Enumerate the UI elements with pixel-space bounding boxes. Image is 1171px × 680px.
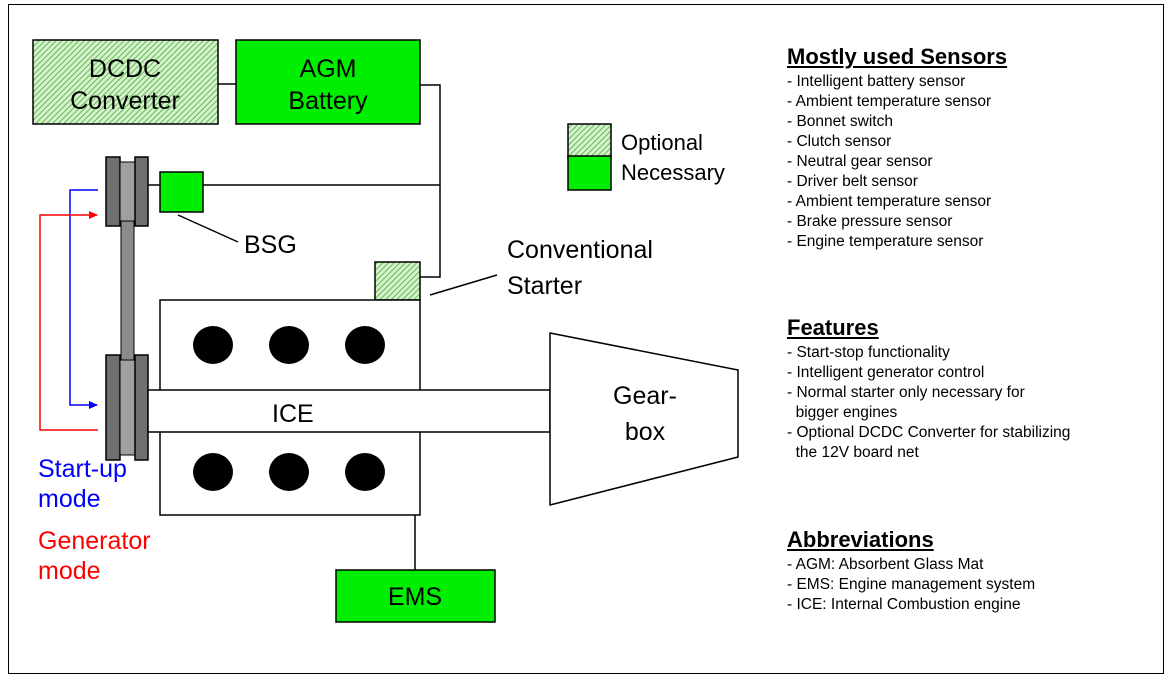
- abbreviation-item: - EMS: Engine management system: [787, 576, 1036, 593]
- startup-mode-line1: Start-up: [38, 455, 127, 483]
- sensor-item: - Engine temperature sensor: [787, 233, 984, 250]
- generator-mode-line2: mode: [38, 557, 101, 585]
- legend-necessary-label: Necessary: [621, 160, 725, 185]
- feature-item: the 12V board net: [787, 444, 919, 461]
- sensor-item: - Neutral gear sensor: [787, 153, 933, 170]
- features-section: Features - Start-stop functionality - In…: [787, 315, 1070, 463]
- legend-optional-swatch: [567, 123, 612, 159]
- bsg-box: [159, 171, 204, 213]
- starter-label-line1: Conventional: [507, 236, 653, 264]
- wiring: [148, 83, 498, 570]
- gearbox: Gear- box: [549, 332, 739, 506]
- sensor-item: - Bonnet switch: [787, 113, 893, 130]
- wire-battery-starter: [420, 185, 441, 278]
- cylinder: [269, 326, 309, 364]
- agm-battery: AGM Battery: [235, 39, 421, 125]
- cylinder: [345, 453, 385, 491]
- crank-pulley: [105, 354, 149, 461]
- feature-item: bigger engines: [787, 404, 898, 421]
- feature-item: - Start-stop functionality: [787, 344, 950, 361]
- crankshaft: [147, 389, 551, 433]
- wire-battery-bsg: [203, 84, 441, 186]
- abbreviations-title: Abbreviations: [787, 527, 934, 552]
- generator-mode-line1: Generator: [38, 527, 151, 555]
- sensor-item: - Intelligent battery sensor: [787, 73, 966, 90]
- feature-item: - Normal starter only necessary for: [787, 384, 1025, 401]
- abbreviation-item: - AGM: Absorbent Glass Mat: [787, 556, 984, 573]
- ice-label: ICE: [272, 400, 314, 428]
- gearbox-label-line1: Gear-: [613, 382, 677, 410]
- legend: Optional Necessary: [567, 123, 725, 191]
- sensor-item: - Brake pressure sensor: [787, 213, 953, 230]
- sensor-item: - Ambient temperature sensor: [787, 93, 992, 110]
- bsg-pointer-line: [177, 214, 239, 243]
- conventional-starter: [374, 261, 421, 301]
- cylinder: [193, 326, 233, 364]
- sensors-title: Mostly used Sensors: [787, 44, 1008, 69]
- ems-label: EMS: [388, 583, 442, 611]
- bsg-label: BSG: [244, 231, 297, 259]
- sensor-item: - Clutch sensor: [787, 133, 892, 150]
- cylinder: [269, 453, 309, 491]
- legend-optional-label: Optional: [621, 130, 703, 155]
- sensor-item: - Driver belt sensor: [787, 173, 918, 190]
- feature-item: - Intelligent generator control: [787, 364, 985, 381]
- generator-mode-label: Generator mode: [38, 526, 151, 586]
- starter-label-line2: Starter: [507, 272, 582, 300]
- features-title: Features: [787, 315, 879, 340]
- feature-item: - Optional DCDC Converter for stabilizin…: [787, 424, 1071, 441]
- bsg-pulley: [105, 156, 149, 227]
- diagram-frame: [8, 4, 1164, 674]
- dcdc-label-line1: DCDC: [89, 55, 161, 83]
- dcdc-converter: DCDC Converter: [32, 39, 219, 125]
- agm-label-line2: Battery: [288, 87, 368, 115]
- dcdc-label-line2: Converter: [70, 87, 180, 115]
- generator-mode-arrow: [39, 211, 98, 431]
- legend-necessary-swatch: [567, 155, 612, 191]
- abbreviations-section: Abbreviations - AGM: Absorbent Glass Mat…: [787, 527, 1035, 615]
- startup-mode-arrow: [69, 189, 98, 409]
- sensors-section: Mostly used Sensors - Intelligent batter…: [787, 44, 1007, 252]
- cylinder: [345, 326, 385, 364]
- agm-label-line1: AGM: [300, 55, 357, 83]
- ems: EMS: [335, 569, 496, 623]
- cylinder: [193, 453, 233, 491]
- abbreviation-item: - ICE: Internal Combustion engine: [787, 596, 1021, 613]
- gearbox-label-line2: box: [625, 418, 666, 446]
- starter-pointer-line: [429, 274, 498, 296]
- startup-mode-line2: mode: [38, 485, 101, 513]
- sensor-item: - Ambient temperature sensor: [787, 193, 992, 210]
- startup-mode-label: Start-up mode: [38, 454, 127, 514]
